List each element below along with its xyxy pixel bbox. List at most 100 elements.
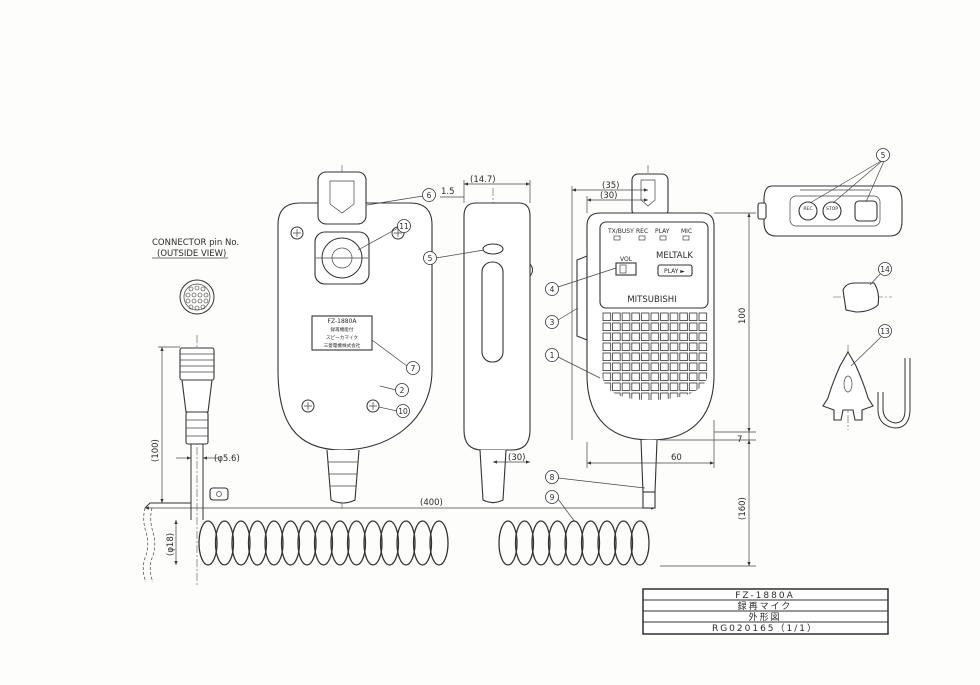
label-vol: VOL — [620, 256, 633, 263]
name-plate-model: FZ-1880A — [328, 318, 358, 325]
name-plate-line1: 録再機能付 — [331, 326, 354, 333]
coiled-cord-right — [498, 520, 650, 566]
strain-relief-ribs — [328, 461, 358, 487]
front-ptt-key — [576, 255, 588, 341]
callout-2: 2 — [395, 383, 409, 397]
part-13 — [822, 345, 911, 430]
coil-loop — [531, 520, 551, 566]
dim-7: 7 — [737, 435, 742, 445]
side-ptt-key — [481, 261, 504, 363]
svg-text:14: 14 — [880, 265, 890, 274]
callout-8: 8 — [545, 470, 559, 484]
coil-loop — [198, 520, 218, 566]
front-control-panel — [599, 221, 709, 309]
callout-5-side: 5 — [423, 251, 437, 265]
title-model: FZ-1880A — [735, 591, 795, 601]
dim-160: (160) — [738, 497, 748, 520]
play-button — [657, 264, 693, 277]
coil-loop — [613, 520, 634, 566]
rubber-cap — [842, 282, 880, 313]
callout-11: 11 — [397, 219, 411, 233]
callout-14: 14 — [878, 262, 892, 276]
coil-loop — [580, 520, 601, 566]
coil-loop — [247, 520, 268, 566]
svg-text:5: 5 — [881, 151, 886, 160]
coil-loop — [280, 520, 301, 566]
dim-14-7: (14.7) — [470, 175, 496, 185]
title-name: 録再マイク — [738, 600, 793, 612]
side-view: (14.7) 1.5 (30) — [440, 175, 533, 505]
cable-clamp — [209, 487, 229, 501]
svg-text:1: 1 — [550, 351, 555, 360]
connector-title: CONNECTOR pin No. — [152, 238, 239, 248]
callout-9: 9 — [545, 490, 559, 504]
top-button-panel — [789, 195, 881, 227]
dim-cable-100: (100) — [151, 439, 161, 462]
svg-text:5: 5 — [428, 254, 433, 263]
svg-text:9: 9 — [550, 493, 555, 502]
play-button-label: PLAY ► — [664, 268, 685, 275]
connector-view: CONNECTOR pin No. (OUTSIDE VIEW) — [152, 238, 239, 315]
top-stop-label: STOP — [826, 206, 838, 212]
plug-body — [179, 347, 215, 381]
speaker-grille — [602, 312, 708, 400]
coil-loop — [429, 520, 449, 566]
top-rec-label: REC — [803, 206, 812, 212]
status-indicators — [613, 235, 690, 241]
belt-clip — [317, 171, 367, 225]
front-view: TX/BUSY REC PLAY MIC MELTALK VOL PLAY ► … — [571, 165, 756, 567]
hanger-bracket — [822, 350, 874, 421]
plug-ribs — [180, 353, 214, 373]
coil-loop — [498, 520, 518, 566]
volume-knob — [619, 264, 627, 274]
callout-5-top: 5 — [876, 148, 890, 162]
coil-loop — [297, 520, 317, 566]
dim-18: (φ18) — [166, 533, 176, 556]
connector-pins — [185, 285, 209, 311]
cord-joint — [642, 491, 656, 509]
leader-lines — [357, 160, 885, 523]
cable-tail-inner — [149, 507, 156, 583]
label-tx-busy: TX/BUSY — [607, 228, 634, 235]
hanger-hook-outer — [882, 358, 906, 424]
svg-text:13: 13 — [880, 327, 890, 336]
top-clip-edge — [757, 202, 767, 220]
connector-subtitle: (OUTSIDE VIEW) — [157, 249, 226, 259]
callout-10: 10 — [396, 404, 410, 418]
label-meltalk: MELTALK — [656, 251, 693, 261]
dim-30-top: (30) — [600, 191, 617, 201]
hanger-slot — [843, 375, 853, 393]
coil-loop — [564, 520, 584, 566]
coil-loop — [396, 520, 416, 566]
cable-plug-assembly — [142, 335, 229, 585]
side-bump — [529, 263, 533, 277]
cable-tail-top — [144, 502, 191, 509]
front-strain-relief — [640, 439, 658, 493]
hanger-hook-inner — [877, 358, 911, 429]
name-plate-line3: 三菱電機株式会社 — [324, 342, 361, 349]
coil-loop — [313, 520, 334, 566]
coil-loop — [630, 520, 650, 566]
dim-35: (35) — [602, 181, 619, 191]
coil-loop — [597, 520, 617, 566]
title-drawing-type: 外形図 — [748, 611, 781, 623]
name-plate-line2: スピーカマイク — [326, 335, 358, 341]
title-drawing-number: RG020165（1/1） — [712, 623, 818, 634]
callout-1: 1 — [545, 348, 559, 362]
svg-text:3: 3 — [550, 318, 555, 327]
back-strain-relief — [326, 449, 360, 504]
plug-taper — [181, 379, 213, 413]
dim-100: 100 — [738, 308, 748, 324]
back-view: FZ-1880A 録再機能付 スピーカマイク 三菱電機株式会社 — [277, 165, 433, 510]
dim-5-6: (φ5.6) — [214, 454, 240, 464]
coil-loop — [346, 520, 367, 566]
top-rec-button — [798, 201, 818, 221]
cable-clamp-hole — [216, 491, 222, 497]
coiled-cord-left — [198, 520, 449, 566]
svg-text:10: 10 — [398, 407, 408, 416]
cable-tail — [142, 507, 149, 583]
label-mitsubishi: MITSUBISHI — [627, 295, 676, 305]
dim-1-5: 1.5 — [441, 187, 455, 197]
name-plate — [311, 315, 373, 351]
